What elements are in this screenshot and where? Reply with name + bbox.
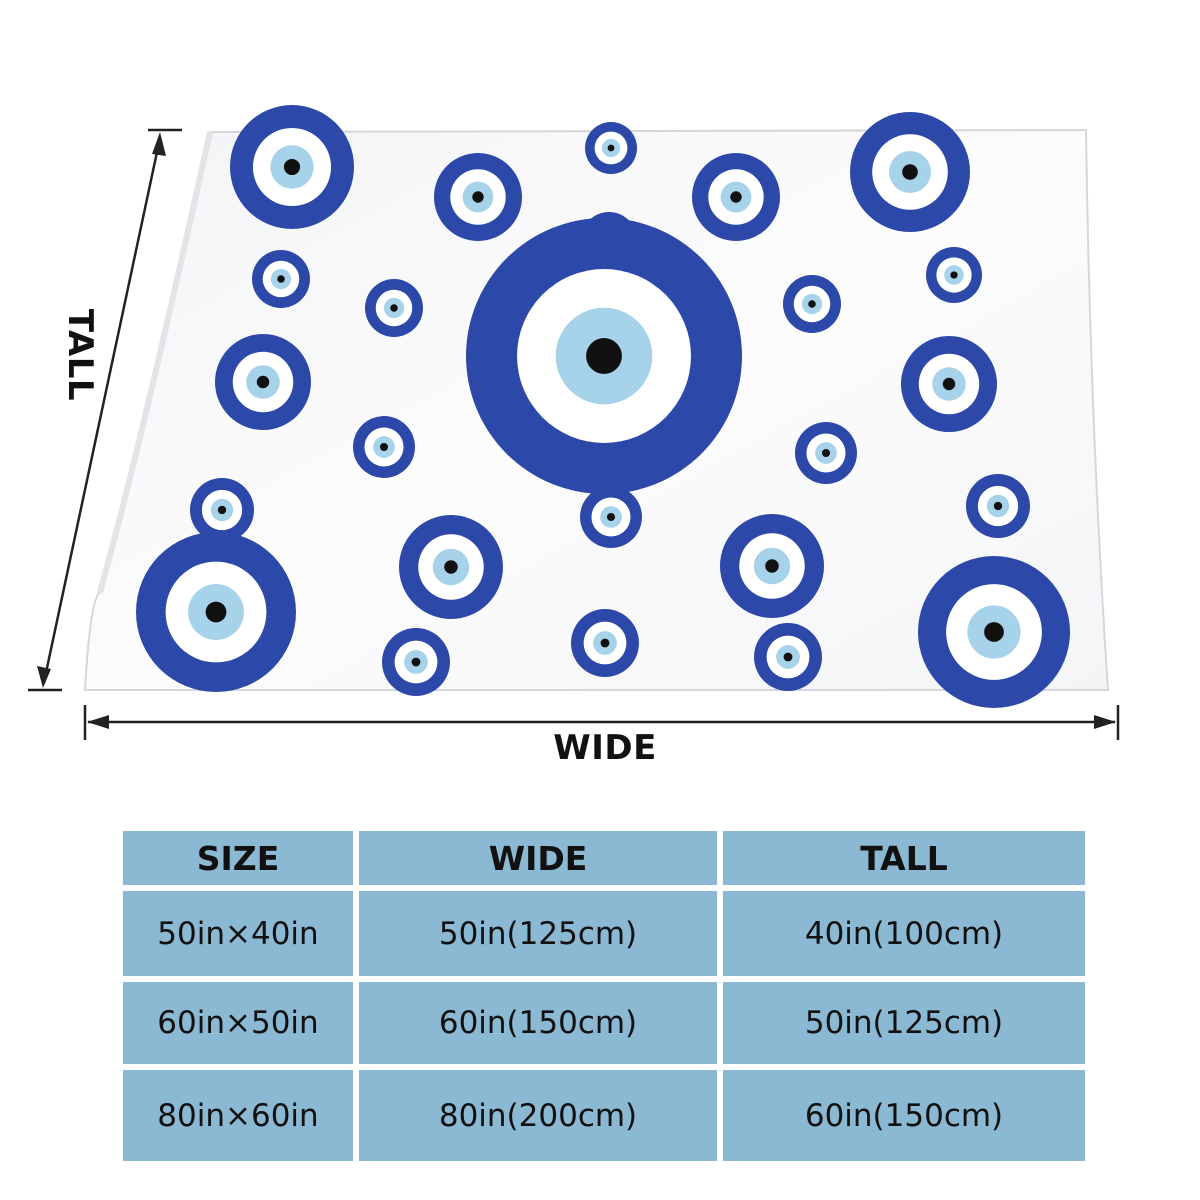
header-tall: TALL — [720, 828, 1088, 888]
evil-eye-pattern — [136, 105, 1070, 708]
evil-eye-icon — [795, 422, 857, 484]
evil-eye-icon — [926, 247, 982, 303]
row2-size: 60in×50in — [120, 979, 356, 1067]
evil-eye-icon — [580, 486, 642, 548]
row1-wide: 50in(125cm) — [356, 888, 720, 979]
evil-eye-icon — [692, 153, 780, 241]
blanket-fold-shadow — [97, 131, 213, 593]
evil-eye-icon — [720, 514, 824, 618]
header-wide: WIDE — [356, 828, 720, 888]
evil-eye-icon — [901, 336, 997, 432]
row1-size: 50in×40in — [120, 888, 356, 979]
tall-dimension-arrow — [28, 128, 182, 692]
evil-eye-icon — [230, 105, 354, 229]
row2-wide: 60in(150cm) — [356, 979, 720, 1067]
evil-eye-icon — [585, 122, 637, 174]
evil-eye-icon — [434, 153, 522, 241]
evil-eye-icon — [754, 623, 822, 691]
evil-eye-icon — [399, 515, 503, 619]
evil-eye-icon — [571, 609, 639, 677]
evil-eye-icon — [136, 532, 296, 692]
header-size: SIZE — [120, 828, 356, 888]
row1-tall: 40in(100cm) — [720, 888, 1088, 979]
evil-eye-icon — [353, 416, 415, 478]
evil-eye-icon — [215, 334, 311, 430]
wide-label: WIDE — [553, 728, 657, 768]
evil-eye-icon — [382, 628, 450, 696]
evil-eye-icon — [850, 112, 970, 232]
row3-wide: 80in(200cm) — [356, 1067, 720, 1164]
evil-eye-icon — [190, 478, 254, 542]
evil-eye-icon — [783, 275, 841, 333]
wide-dimension-arrow — [83, 705, 1120, 740]
evil-eye-icon — [252, 250, 310, 308]
evil-eye-icon — [365, 279, 423, 337]
row3-tall: 60in(150cm) — [720, 1067, 1088, 1164]
row3-size: 80in×60in — [120, 1067, 356, 1164]
blanket-illustration — [28, 105, 1120, 740]
evil-eye-icon — [466, 218, 742, 494]
row2-tall: 50in(125cm) — [720, 979, 1088, 1067]
evil-eye-icon — [966, 474, 1030, 538]
tall-label: TALL — [60, 308, 101, 402]
evil-eye-icon — [918, 556, 1070, 708]
size-table: SIZE WIDE TALL 50in×40in 50in(125cm) 40i… — [120, 828, 1088, 1164]
